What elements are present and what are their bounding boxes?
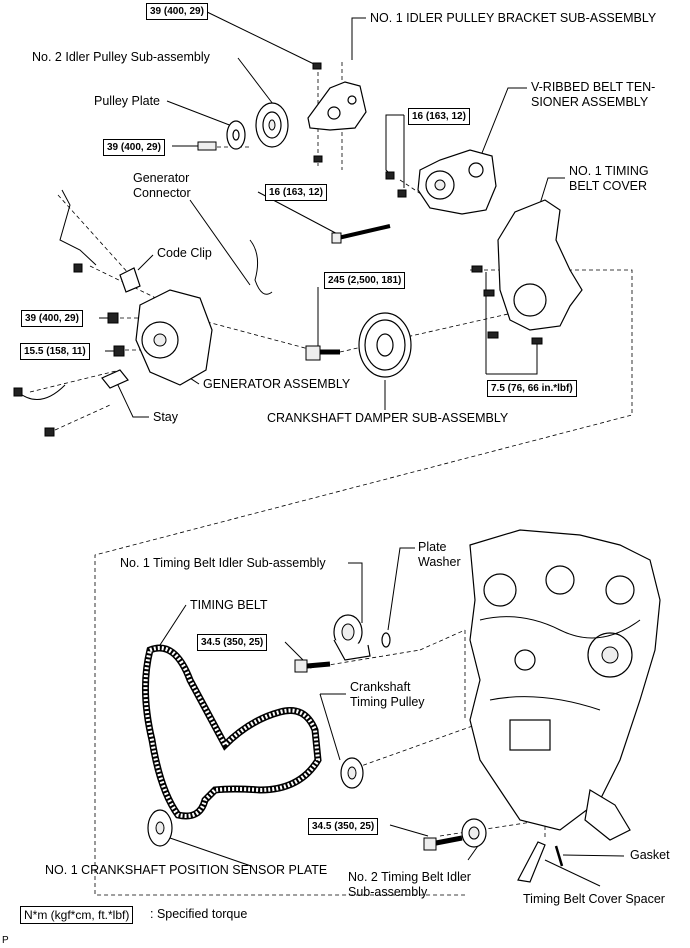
torque-generator-upper: 39 (400, 29) [21,310,83,327]
torque-no1-idler: 34.5 (350, 25) [197,634,268,651]
torque-no2-idler: 34.5 (350, 25) [308,818,379,835]
legend-text: : Specified torque [150,907,248,921]
label-pulley-plate: Pulley Plate [94,94,161,108]
legend-torque-unit: N*m (kgf*cm, ft.*lbf) [20,906,134,924]
label-idler-pulley-bracket: NO. 1 IDLER PULLEY BRACKET SUB-ASSEMBLY [370,11,657,25]
torque-pulley-bolt: 39 (400, 29) [103,139,165,156]
label-generator-assembly: GENERATOR ASSEMBLY [203,377,351,391]
label-no2-timing-belt-idler-1: No. 2 Timing Belt Idler [348,870,471,884]
leader-lines-lower [159,547,625,887]
timing-belt-shape [142,644,322,820]
corner-mark: P [2,935,9,946]
torque-generator-lower: 15.5 (158, 11) [20,343,90,360]
label-timing-belt: TIMING BELT [190,598,268,612]
label-v-ribbed-belt-tensioner-2: SIONER ASSEMBLY [531,95,649,109]
label-timing-cover-2: BELT COVER [569,179,648,193]
engine-block-art [469,529,661,841]
label-no1-timing-belt-idler: No. 1 Timing Belt Idler Sub-assembly [120,556,326,570]
label-no2-timing-belt-idler-2: Sub-assembly [348,885,428,899]
label-gasket: Gasket [630,848,670,862]
torque-tensioner: 16 (163, 12) [408,108,470,125]
torque-long-bolt: 16 (163, 12) [265,184,327,201]
label-v-ribbed-belt-tensioner-1: V-RIBBED BELT TEN- [531,80,656,94]
label-generator-connector-1: Generator [133,171,190,185]
label-no2-idler-pulley: No. 2 Idler Pulley Sub-assembly [32,50,210,64]
label-plate-washer-2: Washer [418,555,461,569]
label-generator-connector-2: Connector [133,186,191,200]
torque-timing-cover: 7.5 (76, 66 in.*lbf) [487,380,577,397]
label-sensor-plate: NO. 1 CRANKSHAFT POSITION SENSOR PLATE [45,863,328,877]
label-timing-cover-1: NO. 1 TIMING [569,164,649,178]
label-crankshaft-timing-pulley-2: Timing Pulley [350,695,425,709]
label-crankshaft-timing-pulley-1: Crankshaft [350,680,411,694]
torque-damper-bolt: 245 (2,500, 181) [324,272,406,289]
idler-bracket-shape [307,81,367,131]
label-timing-belt-cover-spacer: Timing Belt Cover Spacer [523,892,665,906]
label-code-clip: Code Clip [157,246,212,260]
label-stay: Stay [153,410,179,424]
label-plate-washer-1: Plate [418,540,447,554]
label-crankshaft-damper: CRANKSHAFT DAMPER SUB-ASSEMBLY [267,411,509,425]
torque-bracket-bolt: 39 (400, 29) [146,3,208,20]
